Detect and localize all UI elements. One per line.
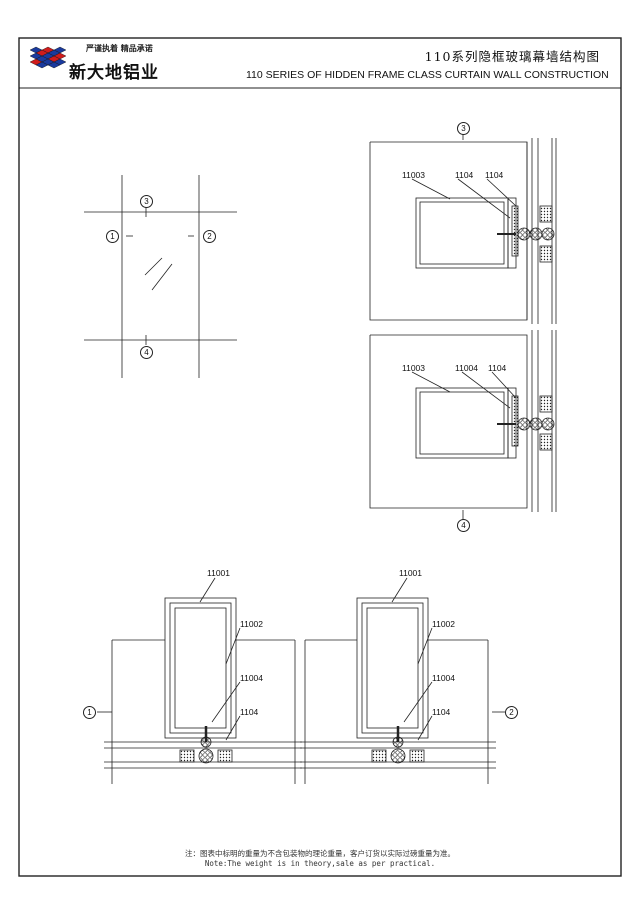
marker-4-key: 4 xyxy=(140,346,153,359)
right-label-11004: 11004 xyxy=(432,673,456,683)
section3-label-11003: 11003 xyxy=(402,170,426,180)
section4-label-1104: 1104 xyxy=(488,363,507,373)
sheet-border xyxy=(18,37,622,877)
marker-3-section: 3 xyxy=(457,122,470,135)
marker-1-key: 1 xyxy=(106,230,119,243)
left-label-11001: 11001 xyxy=(207,568,231,578)
company-slogan: 严谨执着 精品承诺 xyxy=(86,43,153,53)
left-label-11004: 11004 xyxy=(240,673,264,683)
left-label-1104: 1104 xyxy=(240,707,259,717)
footer-note-chinese: 注：图表中标明的重量为不含包装物的理论重量，客户订货以实际过磅重量为准。 xyxy=(185,849,455,858)
section-4-drawing xyxy=(369,330,557,520)
section3-label-1104-b: 1104 xyxy=(485,170,504,180)
left-section-drawing xyxy=(97,577,302,784)
right-section-drawing xyxy=(300,577,505,784)
section3-label-1104-a: 1104 xyxy=(455,170,474,180)
left-label-11002: 11002 xyxy=(240,619,264,629)
footer-note-english: Note:The weight is in theory,sale as per… xyxy=(204,859,436,868)
company-logo xyxy=(29,46,67,69)
title-english: 110 SERIES OF HIDDEN FRAME CLASS CURTAIN… xyxy=(246,69,609,81)
right-label-11001: 11001 xyxy=(399,568,423,578)
company-name: 新大地铝业 xyxy=(69,63,159,83)
marker-2-key: 2 xyxy=(203,230,216,243)
title-chinese: 110系列隐框玻璃幕墙结构图 xyxy=(424,49,600,64)
elevation-key xyxy=(84,175,237,378)
section-3-drawing xyxy=(369,128,557,324)
marker-4-section: 4 xyxy=(457,519,470,532)
section4-label-11004: 11004 xyxy=(455,363,479,373)
marker-2-section: 2 xyxy=(505,706,518,719)
right-label-1104: 1104 xyxy=(432,707,451,717)
marker-1-section: 1 xyxy=(83,706,96,719)
right-label-11002: 11002 xyxy=(432,619,456,629)
section4-label-11003: 11003 xyxy=(402,363,426,373)
marker-3-key: 3 xyxy=(140,195,153,208)
